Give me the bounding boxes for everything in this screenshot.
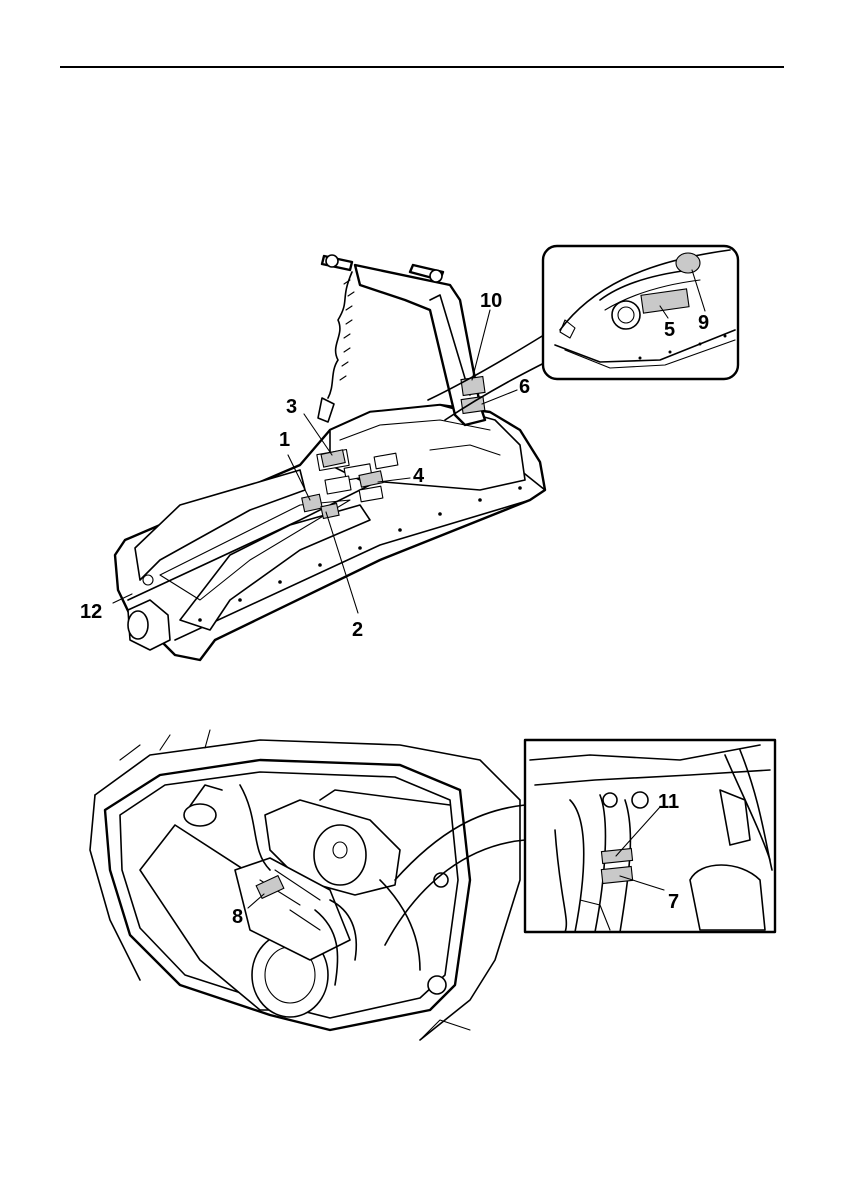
label-1-decal [302, 494, 323, 511]
callout-5: 5 [664, 319, 675, 341]
callout-12: 12 [80, 601, 102, 623]
label-6-decal [461, 397, 485, 414]
watercraft-illustration [115, 255, 560, 660]
engine-inset [525, 740, 775, 932]
callout-7: 7 [668, 891, 679, 913]
label-11-decal [601, 848, 632, 863]
label-7-decal [601, 866, 632, 883]
engine-compartment-illustration [90, 730, 525, 1040]
callout-8: 8 [232, 906, 243, 928]
callout-11: 11 [658, 791, 679, 813]
callout-4: 4 [413, 465, 425, 487]
callout-1: 1 [279, 429, 290, 451]
callout-9: 9 [698, 312, 709, 334]
label-10-decal [461, 377, 485, 396]
callout-6: 6 [519, 376, 530, 398]
label-9-decal [676, 253, 700, 273]
callout-3: 3 [286, 396, 297, 418]
callout-10: 10 [480, 290, 502, 312]
label-2-decal [321, 503, 339, 518]
callout-2: 2 [352, 619, 363, 641]
